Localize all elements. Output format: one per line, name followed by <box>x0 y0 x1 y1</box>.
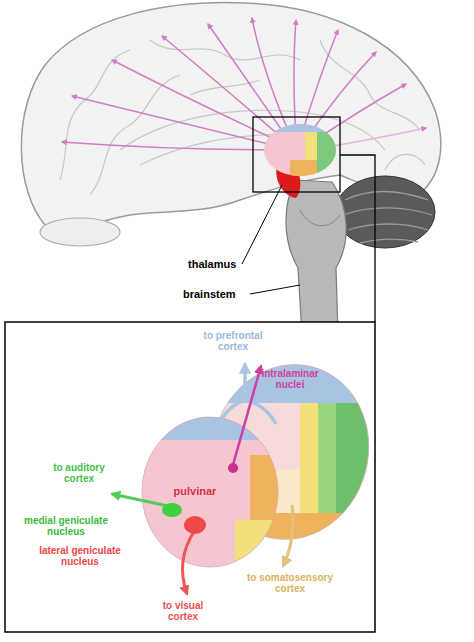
prefrontal-arrow <box>243 364 247 400</box>
brainstem-shape <box>286 180 346 335</box>
visual-arrow <box>183 530 196 594</box>
annotation-label: thalamus <box>188 258 248 270</box>
gyri <box>60 40 425 195</box>
annotation-label: to auditory cortex <box>45 462 113 484</box>
nucleus-label: intralaminar nuclei <box>254 368 326 390</box>
thalamocortical-arrows <box>62 18 426 150</box>
intralaminar-arrow <box>233 366 261 465</box>
nucleus-shape <box>184 516 206 534</box>
leader-line <box>242 185 282 264</box>
nucleus-ellipse <box>228 463 238 473</box>
nucleus-shape <box>228 463 238 473</box>
annotation-label: to somatosensory cortex <box>238 572 342 594</box>
thalamus-left-lobe <box>140 415 280 570</box>
somatosensory-arrow <box>283 505 293 566</box>
inset-frame <box>5 322 375 632</box>
nucleus-label: pulvinar <box>160 485 230 497</box>
cerebellum <box>335 176 435 248</box>
nucleus-node: intralaminar nuclei <box>228 463 238 473</box>
nucleus-node: lateral geniculate nucleus <box>184 516 206 534</box>
annotation-label: to prefrontal cortex <box>198 330 268 352</box>
zoom-frame <box>253 117 340 192</box>
auditory-arrow <box>112 494 168 506</box>
nucleus-ellipse <box>162 503 182 517</box>
zoom-connector <box>340 155 375 322</box>
thalamus-shape <box>260 120 342 182</box>
annotation-label: to visual cortex <box>153 600 213 622</box>
nucleus-ellipse <box>184 516 206 534</box>
nucleus-node: medial geniculate nucleus <box>162 503 182 517</box>
leader-line <box>250 285 300 294</box>
nucleus-shape <box>162 503 182 517</box>
nucleus-label: lateral geniculate nucleus <box>28 545 132 567</box>
optic-region <box>40 218 120 246</box>
nucleus-node: pulvinar <box>160 481 230 503</box>
annotation-label: brainstem <box>183 288 249 300</box>
nucleus-label: medial geniculate nucleus <box>16 515 116 537</box>
pons-line <box>300 210 340 226</box>
